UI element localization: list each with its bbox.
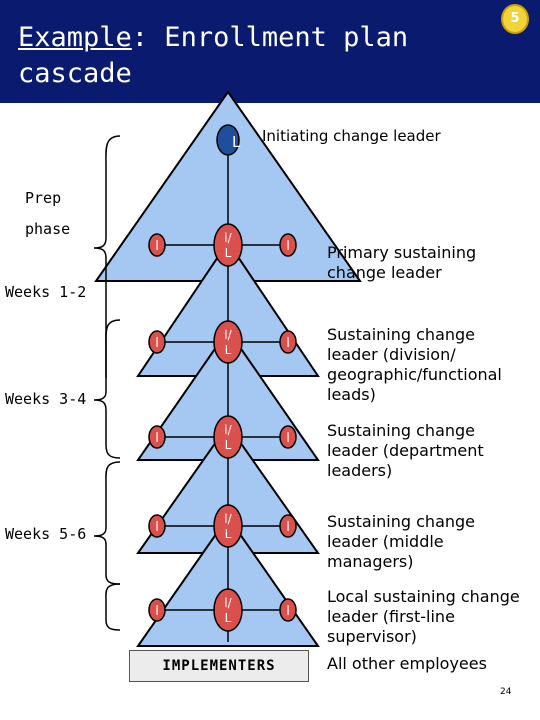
brace-weeks-3-4 — [93, 319, 121, 459]
leader-node-mid — [213, 588, 243, 632]
leader-node-small — [279, 514, 297, 538]
leader-node-mid-letter: L — [225, 343, 232, 357]
leader-node-mid-letter: L — [225, 527, 232, 541]
leader-node-small — [279, 330, 297, 354]
label-middle: Sustaining change leader (middle manager… — [327, 512, 476, 571]
label-initiating: Initiating change leader — [262, 127, 441, 145]
leader-node-mid-letter: L — [225, 611, 232, 625]
leader-node-letter: l — [155, 604, 159, 619]
leader-node-letter: l — [155, 431, 159, 446]
label-local: Local sustaining change leader (first-li… — [327, 587, 520, 646]
title-underlined: Example — [18, 22, 132, 53]
leader-node-mid-letter: l/ — [224, 231, 232, 245]
leader-node-small — [148, 330, 166, 354]
label-division: Sustaining change leader (division/ geog… — [327, 325, 502, 404]
label-primary: Primary sustaining change leader — [327, 243, 477, 282]
leader-node-letter: l — [155, 336, 159, 351]
leader-node-small — [279, 233, 297, 257]
leader-node-small — [279, 598, 297, 622]
title-line2: cascade — [18, 58, 132, 89]
leader-node-mid — [213, 504, 243, 548]
initiating-leader-node — [216, 124, 240, 156]
brace-lower — [105, 583, 121, 631]
leader-node-mid — [213, 320, 243, 364]
label-weeks-1-2: Weeks 1-2 — [5, 283, 87, 301]
leader-node-letter: l — [286, 604, 290, 619]
implementers-box: IMPLEMENTERS — [129, 650, 309, 682]
header-bar: Example: Enrollment plan cascade 5 — [0, 0, 540, 103]
leader-node-mid-letter: l/ — [224, 328, 232, 342]
leader-node-mid-letter: L — [225, 246, 232, 260]
leader-node-mid — [213, 223, 243, 267]
leader-node-letter: l — [286, 336, 290, 351]
page-number: 24 — [500, 687, 512, 697]
leader-node-small — [148, 598, 166, 622]
leader-node-mid-letter: l/ — [224, 512, 232, 526]
leader-node-mid — [213, 415, 243, 459]
leader-node-mid-letter: l/ — [224, 423, 232, 437]
leader-node-letter: l — [286, 520, 290, 535]
label-weeks-3-4: Weeks 3-4 — [5, 390, 87, 408]
leader-node-small — [148, 425, 166, 449]
initiating-leader-letter: L — [232, 133, 241, 151]
leader-node-letter: l — [155, 239, 159, 254]
brace-prep — [93, 135, 121, 282]
leader-node-small — [148, 514, 166, 538]
leader-node-small — [279, 425, 297, 449]
leader-node-letter: l — [286, 431, 290, 446]
label-department: Sustaining change leader (department lea… — [327, 421, 484, 480]
page-badge: 5 — [501, 4, 529, 34]
leader-node-letter: l — [286, 239, 290, 254]
leader-node-small — [148, 233, 166, 257]
page-title: Example: Enrollment plan cascade — [18, 20, 408, 92]
leader-node-mid-letter: l/ — [224, 596, 232, 610]
brace-weeks-5-6 — [93, 461, 121, 585]
leader-node-mid-letter: L — [225, 438, 232, 452]
leader-node-letter: l — [155, 520, 159, 535]
title-rest: : Enrollment plan — [131, 22, 409, 53]
label-weeks-5-6: Weeks 5-6 — [5, 525, 87, 543]
label-others: All other employees — [327, 654, 487, 673]
